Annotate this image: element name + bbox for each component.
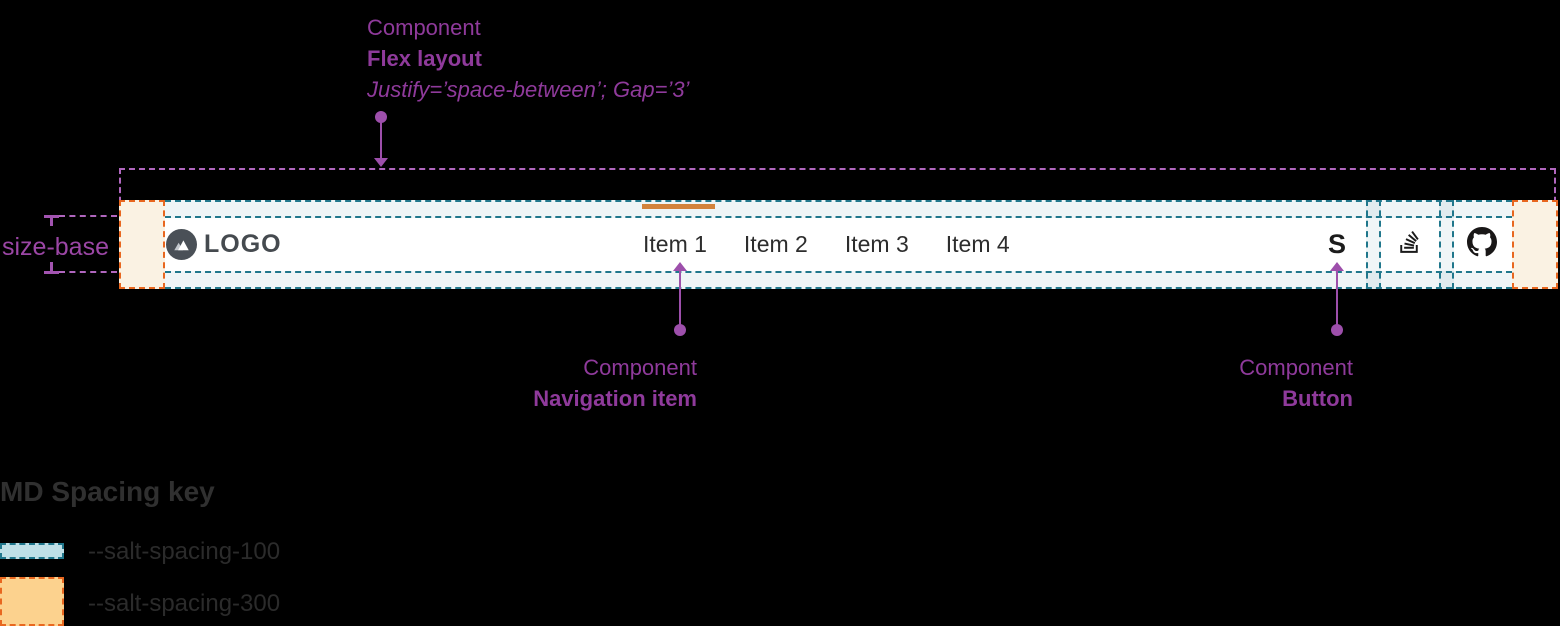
legend-label-spacing-300: --salt-spacing-300 bbox=[88, 590, 281, 617]
navigation-item-annotation-title: Navigation item bbox=[533, 386, 697, 411]
size-base-bottom-tick bbox=[44, 271, 59, 274]
navigation-item-connector-dot bbox=[674, 324, 686, 336]
s-logo-button[interactable]: S bbox=[1313, 218, 1361, 271]
spacing-100-strip-top bbox=[165, 200, 1512, 218]
navigation-item-arrow-up-icon bbox=[673, 262, 687, 271]
legend-title: MD Spacing key bbox=[0, 476, 215, 507]
size-base-label: size-base bbox=[2, 233, 109, 261]
spacing-300-block-right bbox=[1512, 200, 1558, 289]
s-logo-icon: S bbox=[1327, 229, 1346, 259]
navigation-item-annotation-eyebrow: Component bbox=[583, 355, 697, 380]
flex-layout-annotation-eyebrow: Component bbox=[367, 15, 481, 40]
github-button[interactable] bbox=[1458, 218, 1506, 271]
flex-layout-arrow-down-icon bbox=[374, 158, 388, 167]
spacing-100-strip-vertical-2 bbox=[1439, 200, 1454, 289]
button-annotation-eyebrow: Component bbox=[1239, 355, 1353, 380]
app-header: LOGO Item 1 Item 2 Item 3 Item 4 S bbox=[119, 200, 1558, 289]
button-arrow-up-icon bbox=[1330, 262, 1344, 271]
active-item-indicator bbox=[642, 204, 715, 209]
flex-layout-annotation: Component Flex layout Justify=’space-bet… bbox=[367, 12, 689, 105]
legend-label-spacing-100: --salt-spacing-100 bbox=[88, 538, 281, 565]
spacing-300-block-left bbox=[119, 200, 165, 289]
spacing-100-strip-vertical-1 bbox=[1366, 200, 1381, 289]
flex-layout-annotation-detail: Justify=’space-between’; Gap=’3’ bbox=[367, 77, 690, 102]
button-annotation: Component Button bbox=[1053, 352, 1353, 414]
spacing-100-strip-bottom bbox=[165, 271, 1512, 289]
size-base-bottom-guide bbox=[59, 271, 117, 273]
logo-text: LOGO bbox=[204, 230, 282, 258]
button-annotation-title: Button bbox=[1282, 386, 1353, 411]
flex-layout-connector-stem bbox=[380, 122, 382, 159]
flex-layout-connector-dot bbox=[375, 111, 387, 123]
stackoverflow-icon bbox=[1397, 229, 1423, 260]
navigation-item-connector-stem bbox=[679, 269, 681, 325]
size-base-bottom-tick-stem bbox=[50, 262, 53, 273]
navigation-item-annotation: Component Navigation item bbox=[397, 352, 697, 414]
nav-item-3[interactable]: Item 3 bbox=[844, 231, 909, 257]
nav-item-1[interactable]: Item 1 bbox=[643, 231, 707, 257]
nav-item-4[interactable]: Item 4 bbox=[945, 231, 1010, 257]
mountain-icon bbox=[166, 229, 197, 260]
stackoverflow-button[interactable] bbox=[1386, 218, 1434, 271]
legend-swatch-spacing-100 bbox=[0, 543, 64, 559]
button-connector-stem bbox=[1336, 269, 1338, 325]
size-base-top-guide bbox=[59, 215, 117, 217]
button-connector-dot bbox=[1331, 324, 1343, 336]
flex-layout-annotation-title: Flex layout bbox=[367, 46, 482, 71]
nav-item-2[interactable]: Item 2 bbox=[743, 231, 808, 257]
legend-swatch-spacing-300 bbox=[0, 577, 64, 626]
navigation: Item 1 Item 2 Item 3 Item 4 bbox=[643, 218, 1010, 271]
logo[interactable]: LOGO bbox=[166, 218, 282, 271]
github-icon bbox=[1467, 227, 1497, 262]
size-base-top-tick-stem bbox=[50, 215, 53, 226]
